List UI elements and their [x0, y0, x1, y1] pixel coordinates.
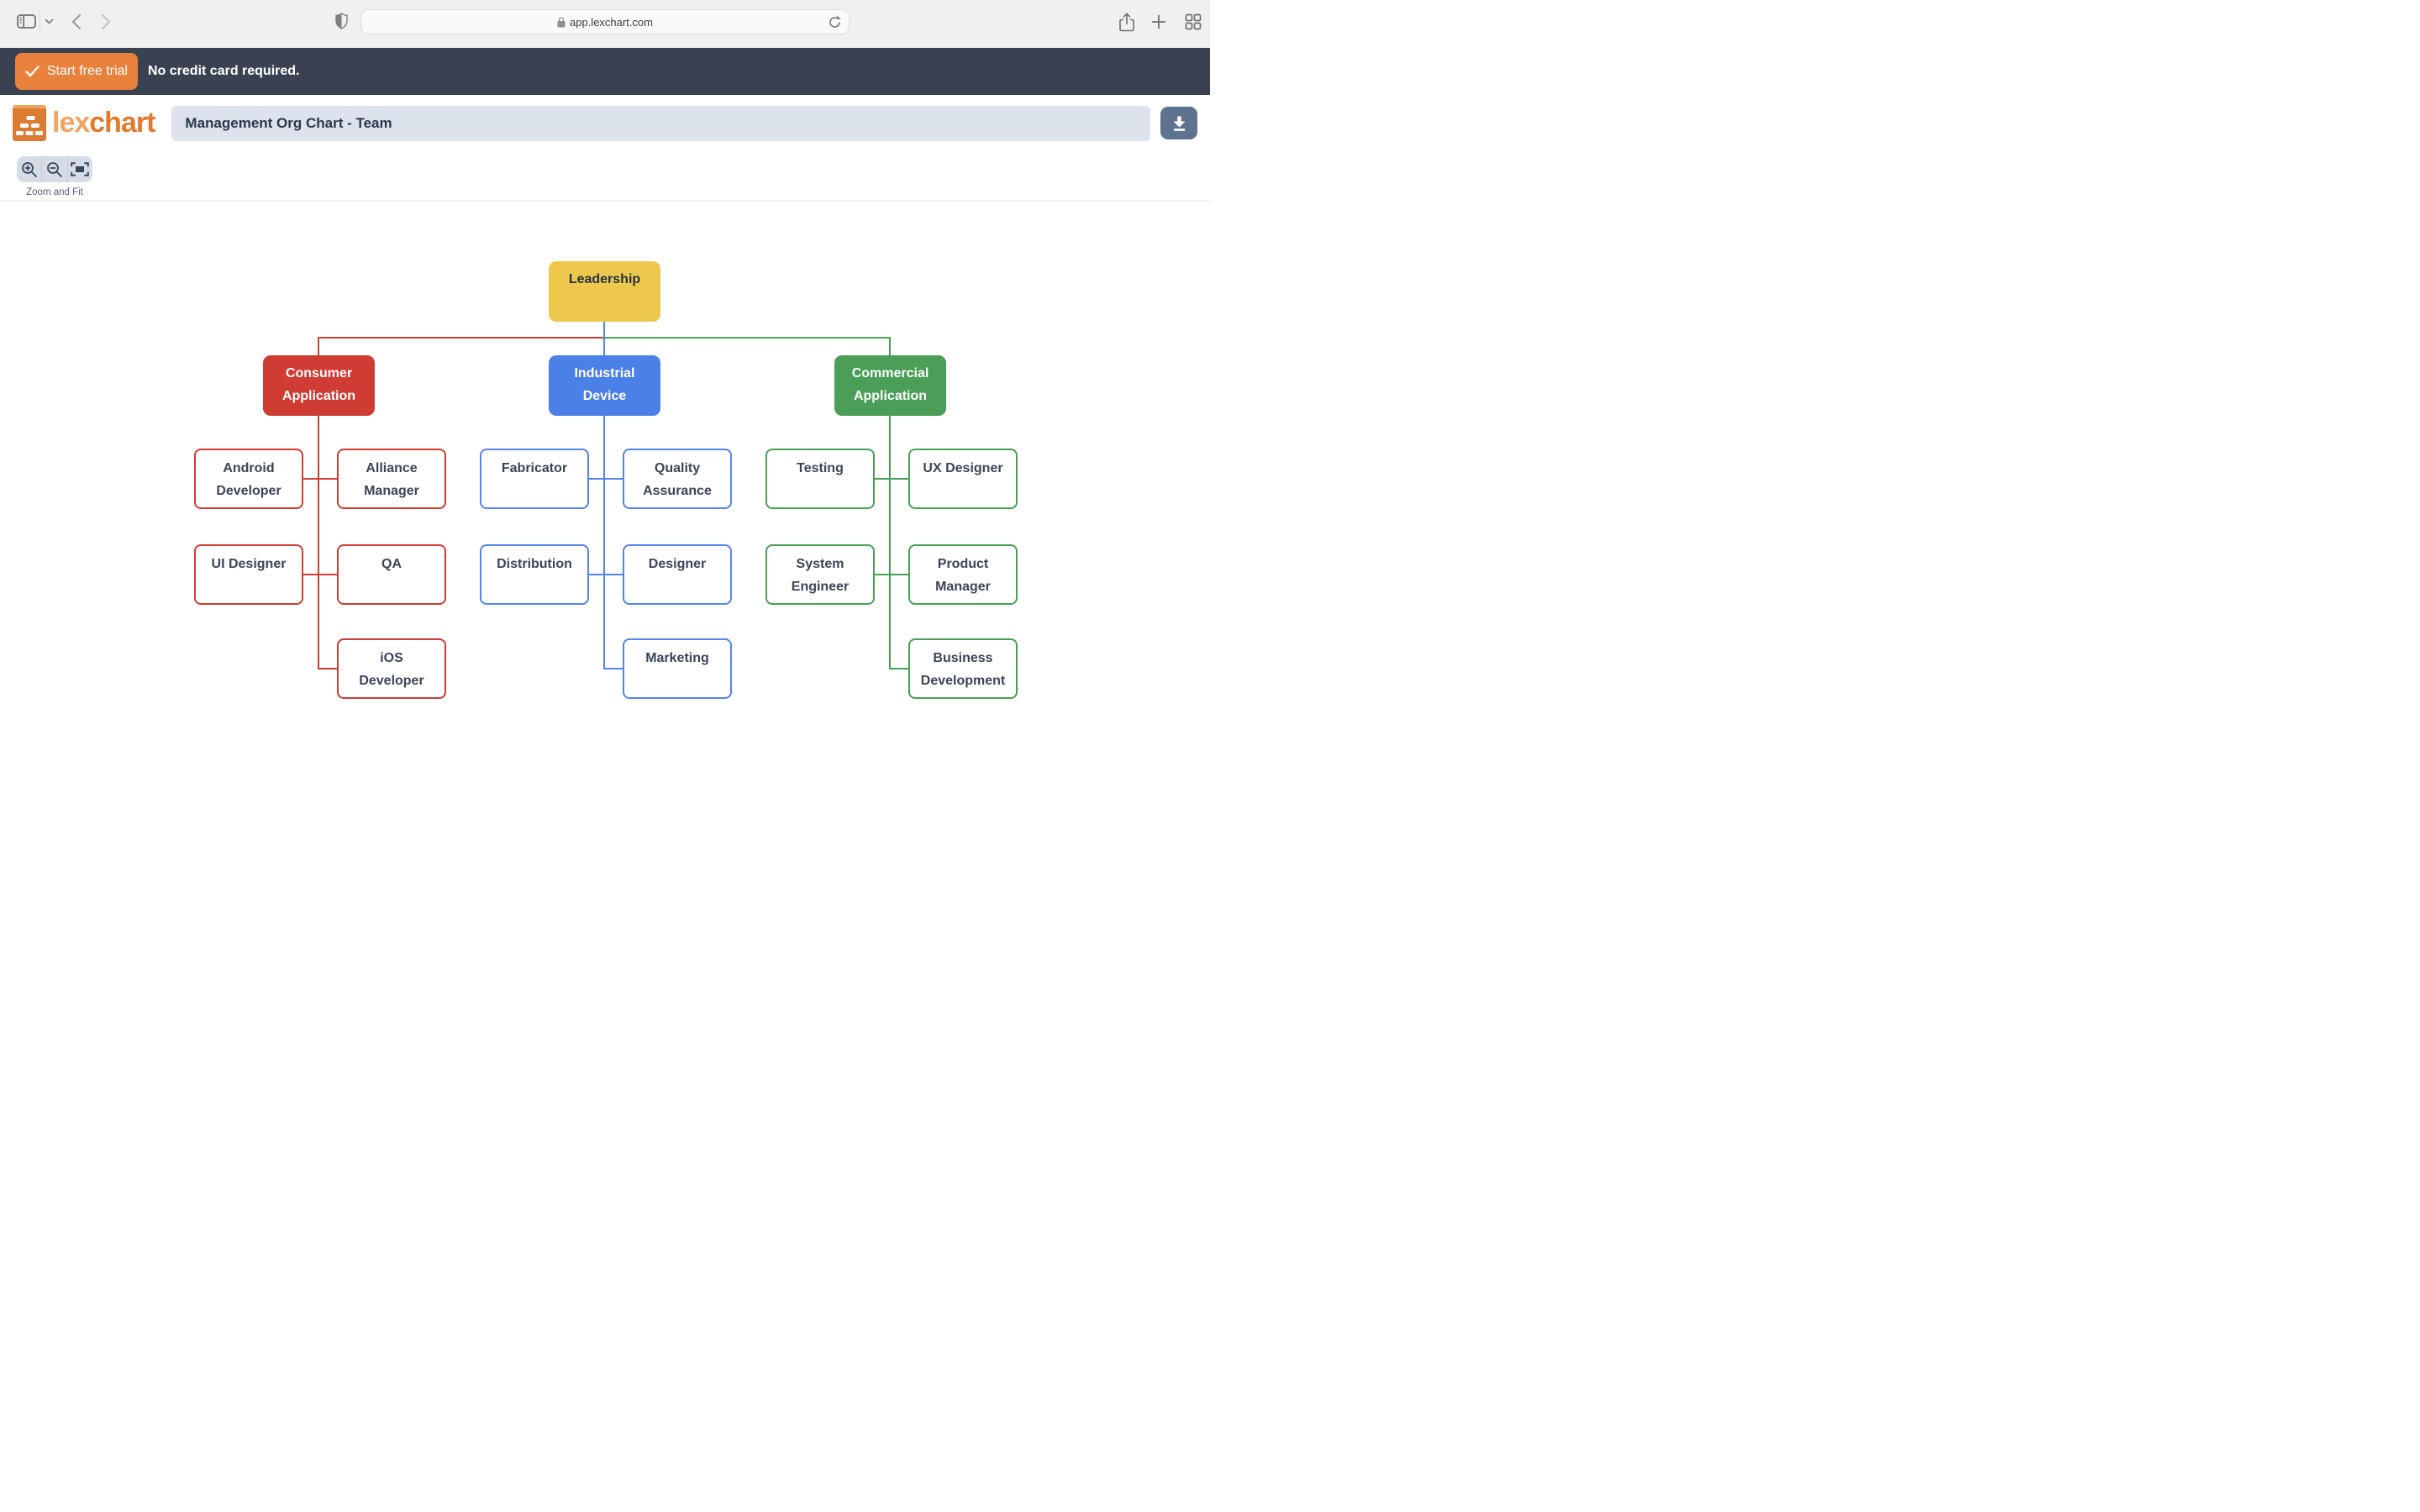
connector-stub: [318, 668, 337, 669]
org-node-marketing[interactable]: Marketing: [623, 638, 732, 699]
org-node-industrial-device[interactable]: Industrial Device: [549, 355, 660, 416]
lexchart-logo[interactable]: lexchart: [13, 105, 155, 141]
connector-trunk-red: [318, 337, 604, 339]
org-node-designer[interactable]: Designer: [623, 544, 732, 605]
tab-overview-icon[interactable]: [1185, 13, 1202, 30]
zoom-and-fit-label: Zoom and Fit: [5, 187, 104, 197]
connector-trunk-green: [603, 337, 891, 339]
lexchart-wordmark: lexchart: [52, 107, 155, 139]
connector-leadership-trunk: [603, 322, 605, 355]
connector-stub: [875, 478, 908, 480]
connector-stub: [303, 574, 337, 575]
new-tab-icon[interactable]: [1151, 14, 1166, 29]
lock-icon: [557, 17, 566, 28]
org-node-ux-designer[interactable]: UX Designer: [908, 449, 1018, 509]
fit-to-screen-button[interactable]: [67, 156, 92, 182]
connector-drop-commercial: [889, 337, 891, 356]
promo-banner: Start free trial No credit card required…: [0, 48, 1210, 95]
org-node-fabricator[interactable]: Fabricator: [480, 449, 589, 509]
org-node-system-engineer[interactable]: System Engineer: [765, 544, 875, 605]
org-node-distribution[interactable]: Distribution: [480, 544, 589, 605]
connector-stub: [889, 668, 908, 669]
connector-spine-consumer: [318, 416, 319, 669]
check-icon: [25, 66, 39, 77]
org-node-quality-assurance[interactable]: Quality Assurance: [623, 449, 732, 509]
org-node-ios-developer[interactable]: iOS Developer: [337, 638, 446, 699]
connector-stub: [875, 574, 908, 575]
org-node-alliance-manager[interactable]: Alliance Manager: [337, 449, 446, 509]
lexchart-logo-icon: [13, 105, 46, 141]
url-field[interactable]: app.lexchart.com: [360, 9, 850, 34]
zoom-out-button[interactable]: [41, 156, 66, 182]
download-button[interactable]: [1160, 107, 1197, 139]
connector-stub: [303, 478, 337, 480]
canvas-toolbar: Zoom and Fit: [0, 151, 1210, 201]
forward-icon[interactable]: [101, 13, 111, 30]
connector-spine-commercial: [889, 416, 891, 669]
connector-stub: [603, 668, 623, 669]
connector-stub: [589, 574, 623, 575]
org-node-android-developer[interactable]: Android Developer: [194, 449, 303, 509]
org-node-commercial-application[interactable]: Commercial Application: [834, 355, 946, 416]
org-node-ui-designer[interactable]: UI Designer: [194, 544, 303, 605]
zoom-button-group: [17, 156, 92, 182]
cta-label: Start free trial: [47, 64, 128, 79]
start-free-trial-button[interactable]: Start free trial: [15, 53, 138, 90]
back-icon[interactable]: [71, 13, 82, 30]
org-node-qa[interactable]: QA: [337, 544, 446, 605]
zoom-in-button[interactable]: [17, 156, 41, 182]
app-header: lexchart: [0, 95, 1210, 151]
url-text: app.lexchart.com: [570, 16, 653, 29]
connector-spine-industrial: [603, 416, 605, 669]
refresh-icon[interactable]: [829, 15, 841, 34]
org-chart-canvas[interactable]: Leadership Consumer Application Industri…: [0, 201, 1210, 756]
share-icon[interactable]: [1119, 13, 1134, 32]
connector-stub: [589, 478, 623, 480]
org-node-leadership[interactable]: Leadership: [549, 261, 660, 322]
chevron-down-icon[interactable]: [45, 18, 54, 24]
org-node-consumer-application[interactable]: Consumer Application: [263, 355, 375, 416]
promo-note: No credit card required.: [148, 64, 300, 79]
org-node-product-manager[interactable]: Product Manager: [908, 544, 1018, 605]
browser-toolbar: app.lexchart.com: [0, 0, 1210, 48]
chart-title-input[interactable]: [171, 106, 1150, 141]
toolbar-divider: [39, 10, 40, 35]
org-node-business-development[interactable]: Business Development: [908, 638, 1018, 699]
connector-drop-consumer: [318, 337, 319, 356]
org-node-testing[interactable]: Testing: [765, 449, 875, 509]
privacy-shield-icon[interactable]: [335, 13, 348, 29]
sidebar-toggle-icon[interactable]: [17, 14, 36, 29]
download-icon: [1172, 116, 1186, 131]
